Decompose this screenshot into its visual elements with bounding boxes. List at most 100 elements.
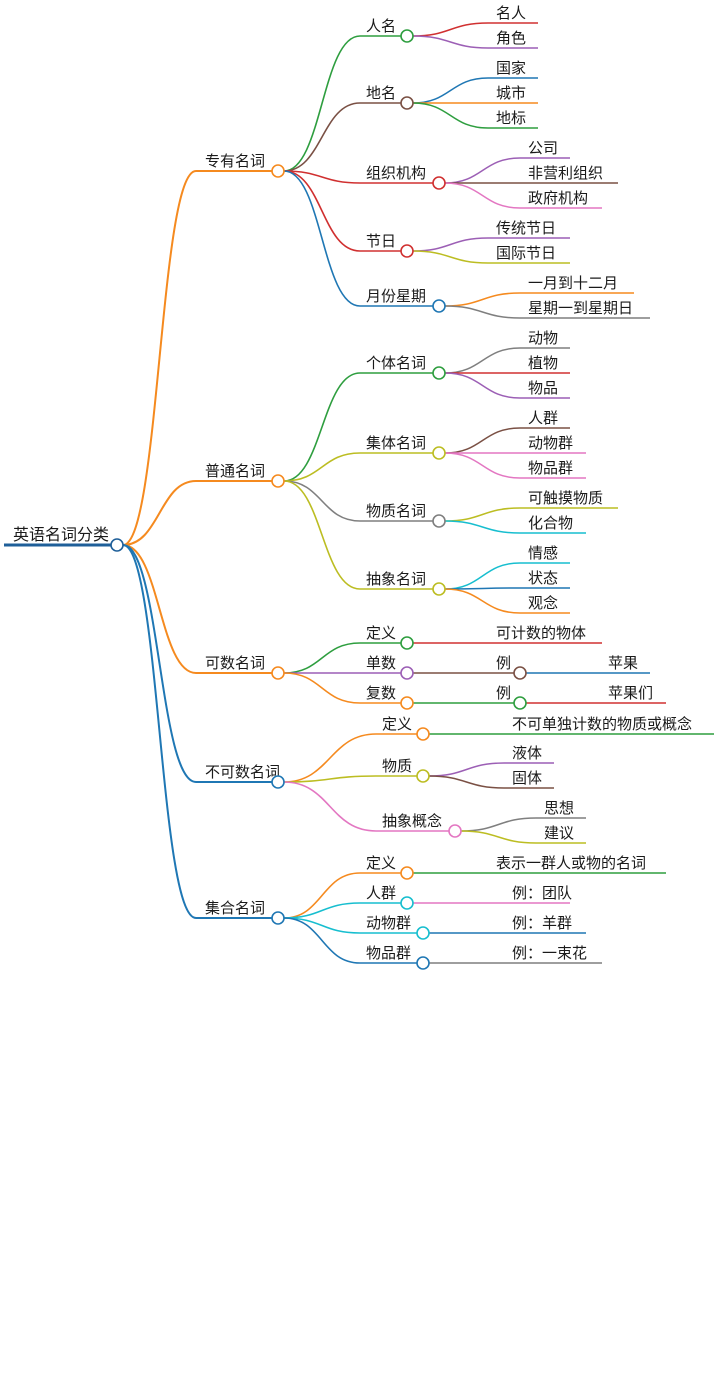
branch-connector (122, 544, 197, 783)
subtopic-node[interactable] (416, 926, 430, 940)
subtopic-connector (283, 775, 377, 783)
subtopic-node[interactable] (432, 299, 446, 313)
subtopic-node[interactable] (400, 896, 414, 910)
leaf-label: 例：羊群 (512, 914, 572, 932)
subtopic-label: 动物群 (366, 914, 411, 932)
leaf-connector (428, 775, 505, 789)
leaf-connector (444, 562, 521, 590)
subtopic-node[interactable] (432, 514, 446, 528)
leaf-label: 物品 (528, 379, 558, 397)
subtopic-node[interactable] (416, 956, 430, 970)
leaf-connector (460, 830, 537, 844)
leaf-label: 建议 (544, 824, 574, 842)
leaf-connector (444, 157, 521, 184)
subtopic-connector (283, 872, 361, 919)
subtopic-node[interactable] (400, 29, 414, 43)
subtopic-connector (283, 170, 361, 184)
subtopic-node[interactable] (416, 727, 430, 741)
subtopic-node[interactable] (432, 176, 446, 190)
leaf-label: 人群 (528, 409, 558, 427)
mind-map-connectors (4, 22, 714, 964)
subtopic-node[interactable] (400, 244, 414, 258)
subtopic-label: 物质 (382, 757, 412, 775)
subtopic-node[interactable] (416, 769, 430, 783)
leaf-connector (444, 347, 521, 374)
subtopic-node[interactable] (400, 666, 414, 680)
example-node[interactable] (513, 666, 527, 680)
example-label: 苹果们 (608, 684, 653, 702)
subtopic-connector (283, 733, 377, 783)
leaf-label: 固体 (512, 769, 542, 787)
subtopic-label: 个体名词 (366, 354, 426, 372)
leaf-connector (412, 77, 489, 104)
subtopic-connector (283, 917, 361, 964)
subtopic-node[interactable] (432, 446, 446, 460)
subtopic-connector (283, 102, 361, 172)
subtopic-label: 定义 (366, 854, 396, 872)
leaf-label: 可触摸物质 (528, 489, 603, 507)
subtopic-label: 物质名词 (366, 502, 426, 520)
branch-node-common[interactable] (271, 474, 285, 488)
subtopic-label: 复数 (366, 684, 396, 702)
leaf-label: 物品群 (528, 459, 573, 477)
branch-node-proper[interactable] (271, 164, 285, 178)
leaf-label: 动物群 (528, 434, 573, 452)
leaf-label: 国家 (496, 59, 526, 77)
mind-map-nodes: 英语名词分类专有名词人名名人角色地名国家城市地标组织机构公司非营利组织政府机构节… (13, 4, 692, 970)
subtopic-connector (283, 781, 377, 832)
subtopic-connector (283, 642, 361, 674)
branch-connector (122, 170, 197, 546)
leaf-label: 状态 (528, 569, 558, 587)
leaf-connector (444, 372, 521, 399)
branch-label-uncountable: 不可数名词 (205, 763, 280, 781)
leaf-label: 情感 (528, 544, 558, 562)
subtopic-node[interactable] (400, 696, 414, 710)
leaf-connector (444, 588, 521, 614)
root-label: 英语名词分类 (13, 525, 109, 544)
leaf-label: 公司 (528, 139, 558, 157)
branch-connector (122, 544, 197, 919)
leaf-label: 角色 (496, 29, 526, 47)
branch-connector (122, 544, 197, 674)
subtopic-node[interactable] (448, 824, 462, 838)
leaf-label: 国际节日 (496, 244, 556, 262)
leaf-connector (412, 102, 489, 129)
leaf-connector (444, 507, 521, 522)
subtopic-node[interactable] (400, 96, 414, 110)
subtopic-node[interactable] (432, 366, 446, 380)
leaf-connector (444, 452, 521, 479)
leaf-connector (444, 292, 521, 307)
subtopic-connector (283, 372, 361, 482)
subtopic-label: 集体名词 (366, 434, 426, 452)
leaf-connector (444, 520, 521, 534)
leaf-label: 观念 (528, 594, 558, 612)
leaf-label: 传统节日 (496, 219, 556, 237)
subtopic-node[interactable] (400, 866, 414, 880)
leaf-label: 可计数的物体 (496, 624, 586, 642)
leaf-label: 不可单独计数的物质或概念 (512, 715, 692, 733)
leaf-label: 表示一群人或物的名词 (496, 854, 646, 872)
leaf-connector (460, 817, 537, 832)
subtopic-connector (283, 480, 361, 590)
subtopic-label: 人名 (366, 17, 396, 35)
root-node[interactable] (110, 538, 124, 552)
branch-connector (122, 480, 197, 546)
leaf-label: 一月到十二月 (528, 274, 618, 292)
branch-node-uncountable[interactable] (271, 775, 285, 789)
example-node[interactable] (513, 696, 527, 710)
subtopic-label: 定义 (366, 624, 396, 642)
leaf-label: 液体 (512, 744, 542, 762)
subtopic-connector (283, 917, 361, 934)
subtopic-node[interactable] (432, 582, 446, 596)
leaf-connector (444, 182, 521, 209)
branch-label-collective: 集合名词 (205, 899, 265, 917)
subtopic-node[interactable] (400, 636, 414, 650)
leaf-label: 城市 (496, 84, 526, 102)
subtopic-label: 节日 (366, 232, 396, 250)
subtopic-connector (283, 672, 361, 704)
branch-node-countable[interactable] (271, 666, 285, 680)
branch-node-collective[interactable] (271, 911, 285, 925)
leaf-connector (412, 237, 489, 252)
subtopic-label: 人群 (366, 884, 396, 902)
